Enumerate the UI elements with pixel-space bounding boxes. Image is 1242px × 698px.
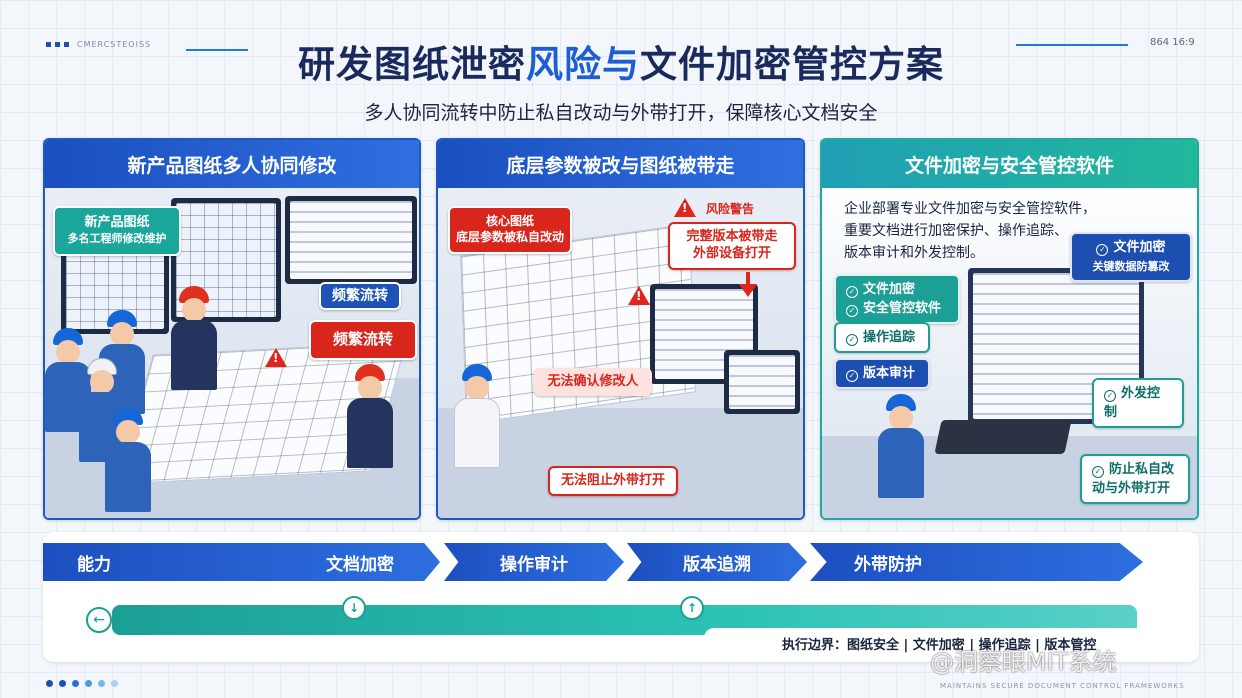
check-icon: ✓: [846, 305, 858, 317]
chip-label: 文件加密: [863, 282, 916, 297]
tag-core-drawing: 核心图纸 底层参数被私自改动: [448, 206, 572, 254]
chip-encryption-software: ✓ 文件加密 ✓ 安全管控软件: [834, 274, 960, 324]
tag-line: 底层参数被私自改动: [455, 230, 564, 244]
tag-line: 多名工程师修改维护: [67, 232, 167, 246]
capability-label: 版本追溯: [683, 554, 751, 575]
panel-title: 底层参数被改与图纸被带走: [438, 140, 803, 188]
laptop-illustration: [724, 350, 800, 414]
panel-illustration: 企业部署专业文件加密与安全管控软件， 重要文档进行加密保护、操作追踪、 版本审计…: [822, 188, 1197, 518]
chip-label: 安全管控软件: [863, 301, 942, 316]
capability-lead: 能力: [77, 554, 111, 575]
panel-illustration: 新产品图纸 多名工程师修改维护 频繁流转 频繁流转: [45, 188, 419, 518]
page-subtitle: 多人协同流转中防止私自改动与外带打开，保障核心文档安全: [364, 102, 878, 124]
dot: [98, 680, 105, 687]
solution-description: 企业部署专业文件加密与安全管控软件， 重要文档进行加密保护、操作追踪、 版本审计…: [844, 198, 1096, 264]
capability-label: 文档加密: [326, 554, 394, 575]
monitor-illustration: [968, 268, 1144, 424]
tag-frequent-flow-2: 频繁流转: [309, 320, 417, 360]
dot: [111, 680, 118, 687]
footer-dots: [46, 680, 118, 687]
footer-text: MAINTAINS SECURE DOCUMENT CONTROL FRAMEW…: [940, 682, 1185, 690]
header-line-left: [186, 49, 248, 51]
tag-line: 外部设备打开: [692, 246, 771, 261]
deco-square: [46, 42, 51, 47]
description-line: 重要文档进行加密保护、操作追踪、: [844, 223, 1068, 239]
tag-line: 新产品图纸: [84, 215, 150, 231]
check-icon: ✓: [1104, 390, 1116, 402]
chip-sublabel: 关键数据防篡改: [1092, 260, 1170, 273]
header-deco-left: CMERCSTEOISS: [46, 40, 151, 49]
panel-title: 文件加密与安全管控软件: [822, 140, 1197, 188]
capability-step-version: 版本追溯: [627, 543, 807, 581]
check-icon: ✓: [846, 286, 858, 298]
panel-collaboration: 新产品图纸多人协同修改 新产品图纸 多名工程师修改维护 频繁流转 频繁流转: [43, 138, 421, 520]
tag-line: 完整版本被带走: [686, 229, 778, 245]
panel-solution: 文件加密与安全管控软件 企业部署专业文件加密与安全管控软件， 重要文档进行加密保…: [820, 138, 1199, 520]
chip-version-audit: ✓ 版本审计: [834, 358, 930, 389]
deco-square: [64, 42, 69, 47]
capability-step-encryption: 能力 文档加密: [43, 543, 440, 581]
tag-frequent-flow-1: 频繁流转: [319, 282, 401, 310]
corner-label-right: 864 16:9: [1150, 37, 1195, 48]
dot: [46, 680, 53, 687]
tag-line: 核心图纸: [485, 214, 534, 229]
chip-label: 动与外带打开: [1092, 481, 1171, 496]
tag-version-taken: 完整版本被带走 外部设备打开: [668, 222, 796, 270]
risk-warning-label: 风险警告: [706, 202, 755, 216]
chip-label: 操作追踪: [863, 330, 916, 345]
chip-outbound-control: ✓外发控制: [1092, 378, 1184, 428]
panel-title: 新产品图纸多人协同修改: [45, 140, 419, 188]
dot: [72, 680, 79, 687]
chip-label: 文件加密: [1113, 240, 1166, 255]
panel-risk: 底层参数被改与图纸被带走 核心图纸 底层参数被私自改动 风险警告 完整版本被带走…: [436, 138, 805, 520]
chip-label: 防止私自改: [1109, 462, 1175, 477]
chip-prevent-tamper: ✓ 防止私自改 动与外带打开: [1080, 454, 1190, 504]
capability-label: 外带防护: [854, 554, 922, 575]
check-icon: ✓: [1092, 466, 1104, 478]
warning-icon: [265, 348, 287, 367]
execution-boundary: 执行边界：图纸安全 | 文件加密 | 操作追踪 | 版本管控: [704, 628, 1190, 653]
keyboard-illustration: [934, 420, 1072, 454]
arrow-up-node-icon: ↑: [680, 596, 704, 620]
tag-new-drawing: 新产品图纸 多名工程师修改维护: [53, 206, 181, 256]
chip-label: 外发控制: [1104, 386, 1161, 420]
monitor-illustration: [650, 284, 758, 384]
check-icon: ✓: [1096, 244, 1109, 256]
check-icon: ✓: [846, 370, 858, 382]
deco-square: [55, 42, 60, 47]
capability-step-outbound: 外带防护: [810, 543, 1143, 581]
tag-unknown-editor: 无法确认修改人: [534, 368, 652, 396]
arrow-down-icon: [746, 272, 750, 286]
callout-file-encryption: ✓ 文件加密 关键数据防篡改: [1070, 232, 1192, 282]
tag-cannot-block: 无法阻止外带打开: [548, 466, 678, 496]
warning-icon: [674, 198, 696, 217]
title-part3: 文件加密管控方案: [640, 43, 944, 86]
page-title: 研发图纸泄密风险与文件加密管控方案: [0, 34, 1242, 88]
header-line-right: [1016, 44, 1128, 46]
capability-label: 操作审计: [500, 554, 568, 575]
arrow-down-node-icon: ↓: [342, 596, 366, 620]
watermark: @洞察眼MIT系统: [930, 648, 1117, 676]
corner-label-left: CMERCSTEOISS: [77, 40, 152, 49]
monitor-illustration: [285, 196, 417, 284]
arrow-down-icon: [739, 284, 757, 297]
description-line: 版本审计和外发控制。: [844, 245, 984, 261]
description-line: 企业部署专业文件加密与安全管控软件，: [844, 201, 1096, 217]
chip-label: 版本审计: [863, 366, 916, 381]
panel-illustration: 核心图纸 底层参数被私自改动 风险警告 完整版本被带走 外部设备打开 无法确认修…: [438, 188, 803, 518]
title-part2: 风险与: [526, 43, 640, 86]
arrow-left-icon: ←: [86, 607, 112, 633]
dot: [59, 680, 66, 687]
warning-icon: [628, 286, 650, 305]
check-icon: ✓: [846, 334, 858, 346]
dot: [85, 680, 92, 687]
title-part1: 研发图纸泄密: [298, 43, 526, 86]
capability-step-audit: 操作审计: [444, 543, 624, 581]
chip-operation-tracking: ✓ 操作追踪: [834, 322, 930, 353]
